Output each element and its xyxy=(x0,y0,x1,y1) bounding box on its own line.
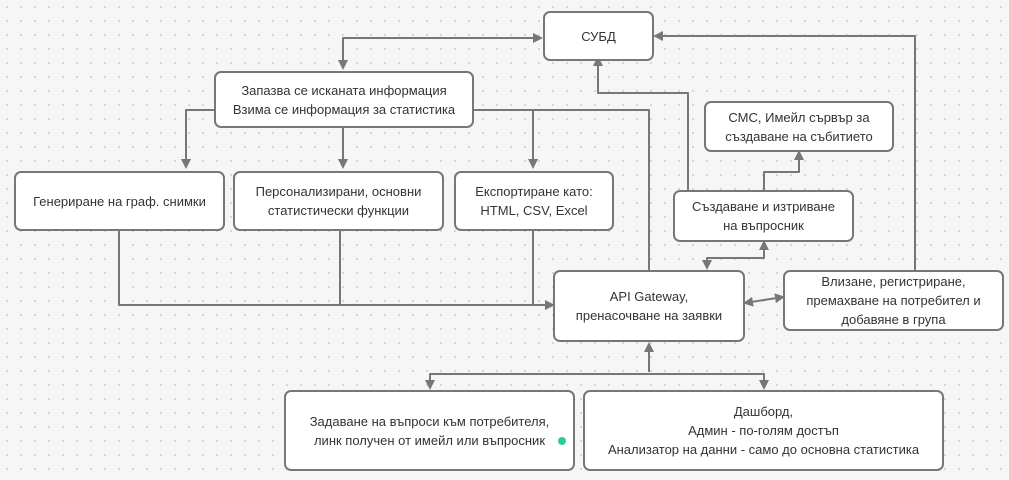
node-sms-line-1: СМС, Имейл сървър за xyxy=(728,109,870,125)
edge-api-store xyxy=(474,109,650,270)
node-store-line-2: Взима се информация за статистика xyxy=(232,101,456,117)
node-stats[interactable]: Персонализирани, основни статистически ф… xyxy=(233,171,444,231)
node-login-line-3: добавяне в група xyxy=(841,312,946,327)
node-login-line-1: Влизане, регистриране, xyxy=(821,274,966,289)
node-gen-line-1: Генериране на граф. снимки xyxy=(33,193,206,209)
node-api-line-1: API Gateway, xyxy=(609,289,689,304)
edge-bottom-split xyxy=(425,373,769,390)
node-login[interactable]: Влизане, регистриране, премахване на пот… xyxy=(783,270,1004,331)
node-stats-line-1: Персонализирани, основни xyxy=(255,184,422,199)
node-export-line-1: Експортиране като: xyxy=(475,184,593,199)
node-db[interactable]: СУБД xyxy=(543,11,654,61)
node-ask[interactable]: Задаване на въпроси към потребителя, лин… xyxy=(284,390,575,471)
node-dash-line-1: Дашборд, xyxy=(733,404,794,419)
edge-login-db xyxy=(653,31,916,270)
edge-create-sms xyxy=(763,150,804,190)
node-export[interactable]: Експортиране като: HTML, CSV, Excel xyxy=(454,171,614,231)
node-sms-line-2: създаване на събитието xyxy=(725,128,873,144)
node-export-line-2: HTML, CSV, Excel xyxy=(480,203,588,218)
node-sms[interactable]: СМС, Имейл сървър за създаване на събити… xyxy=(704,101,894,152)
edge-create-api xyxy=(702,240,769,270)
node-gen[interactable]: Генериране на граф. снимки xyxy=(14,171,225,231)
node-create-line-2: на въпросник xyxy=(723,218,804,233)
node-store[interactable]: Запазва се исканата информация Взима се … xyxy=(214,71,474,128)
node-ask-line-1: Задаване на въпроси към потребителя, xyxy=(309,413,550,429)
node-dash-line-2: Админ - по-голям достъп xyxy=(688,423,839,438)
node-stats-line-2: статистически функции xyxy=(267,203,410,218)
node-create-line-1: Създаване и изтриване xyxy=(692,199,835,214)
edge-create-db xyxy=(593,56,689,190)
edge-api-login xyxy=(743,293,785,307)
node-login-line-2: премахване на потребител и xyxy=(806,293,981,308)
node-ask-line-2: линк получен от имейл или въпросник xyxy=(313,432,546,448)
edge-outputs-api xyxy=(118,230,555,310)
edge-store-db xyxy=(338,33,543,70)
edge-store-gen xyxy=(181,109,216,169)
node-dash-line-3: Анализатор на данни - само до основна ст… xyxy=(607,442,920,457)
node-create[interactable]: Създаване и изтриване на въпросник xyxy=(673,190,854,242)
node-store-line-1: Запазва се исканата информация xyxy=(241,82,447,98)
node-dash[interactable]: Дашборд, Админ - по-голям достъп Анализа… xyxy=(583,390,944,471)
node-api-line-2: пренасочване на заявки xyxy=(575,308,723,323)
edge-store-export xyxy=(474,109,538,169)
connection-point-dot[interactable] xyxy=(558,437,566,445)
node-db-line-1: СУБД xyxy=(581,28,616,44)
node-api[interactable]: API Gateway, пренасочване на заявки xyxy=(553,270,745,342)
